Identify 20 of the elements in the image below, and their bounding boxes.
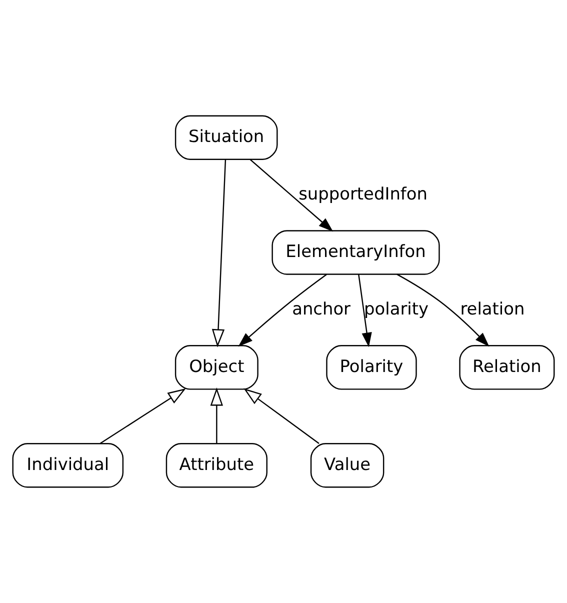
node-box: Relation xyxy=(459,345,555,390)
arrow xyxy=(250,159,334,232)
arrow xyxy=(212,159,226,348)
arrow xyxy=(396,274,490,347)
edge-label: anchor xyxy=(292,298,351,318)
arrow xyxy=(238,274,328,347)
edge-label: relation xyxy=(460,298,525,318)
node-box: Attribute xyxy=(166,443,268,488)
arrow xyxy=(100,388,186,444)
node-box: Individual xyxy=(12,443,124,488)
node-box: Object xyxy=(174,345,258,390)
edge-label: supportedInfon xyxy=(298,184,428,204)
node-box: ElementaryInfon xyxy=(272,230,440,275)
node-box: Value xyxy=(310,443,384,488)
node-box: Situation xyxy=(174,115,278,160)
arrow xyxy=(358,274,372,348)
arrow xyxy=(244,388,320,444)
edge-label: polarity xyxy=(364,298,429,318)
node-box: Polarity xyxy=(326,345,417,390)
arrow xyxy=(210,388,224,444)
